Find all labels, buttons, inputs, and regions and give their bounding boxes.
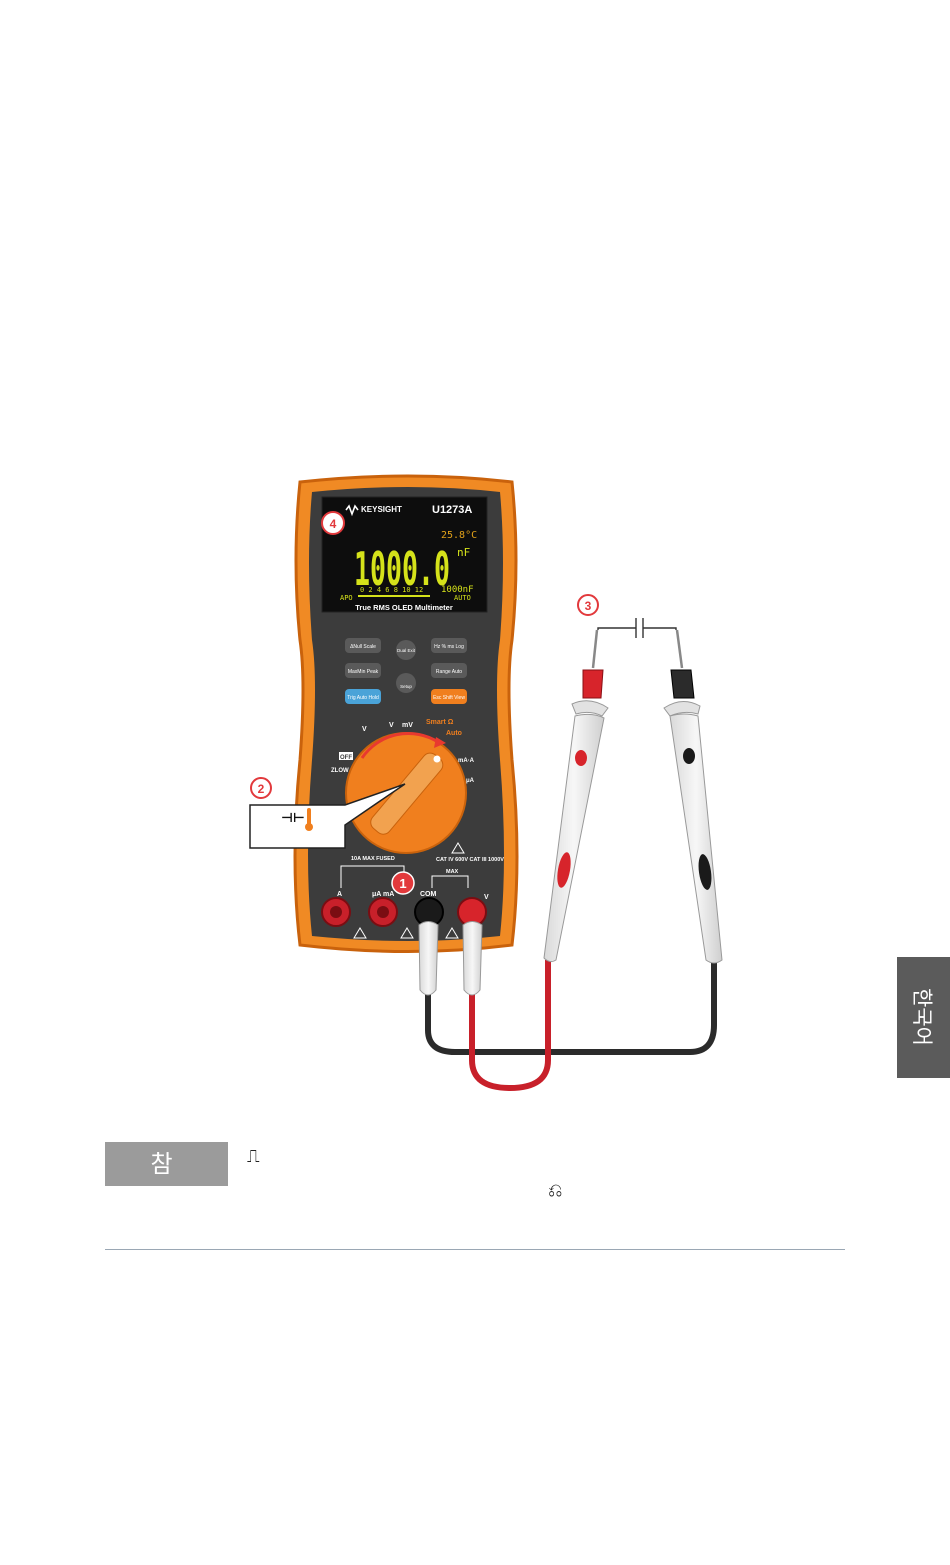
apo-indicator: APO — [340, 594, 353, 602]
cat-rating-label: CAT IV 600V CAT III 1000V — [436, 857, 504, 863]
terminal-a-label: A — [337, 891, 342, 898]
dial-zlow-label: ZLOW — [331, 768, 349, 774]
model-label: U1273A — [432, 504, 472, 516]
terminal-v-label: V — [484, 894, 489, 901]
svg-text:1: 1 — [399, 876, 406, 891]
null-scale-button[interactable]: ΔNull Scale — [350, 644, 376, 650]
callout-1: 1 — [391, 871, 415, 895]
red-cable — [469, 960, 551, 1092]
oled-screen — [321, 496, 488, 613]
svg-text:4: 4 — [330, 517, 337, 531]
fused-label: 10A MAX FUSED — [351, 856, 395, 862]
black-lead-plug — [418, 921, 439, 996]
dial-auto-label: Auto — [446, 730, 462, 737]
auto-indicator: AUTO — [454, 594, 471, 602]
red-lead-plug — [462, 921, 483, 996]
range-readout: 1000nF — [441, 585, 474, 595]
callout-2: 2 — [250, 777, 272, 799]
capacitor-symbol — [597, 618, 677, 638]
callout-3: 3 — [577, 594, 599, 616]
note-label: 참 고 — [105, 1142, 228, 1222]
terminal-ua-ma-label: μA mA — [372, 891, 394, 898]
maxmin-peak-button[interactable]: MaxMin Peak — [348, 669, 379, 675]
meter-caption: True RMS OLED Multimeter — [355, 603, 453, 612]
dial-smart-label: Smart Ω — [426, 719, 454, 726]
black-probe — [663, 629, 723, 964]
dial-ua-label: μA — [466, 778, 475, 784]
dial-v-ac-label: V — [362, 726, 367, 733]
keypad: ΔNull Scale Dual Exit Hz % ms Log MaxMin… — [345, 638, 467, 704]
brand-label: KEYSIGHT — [361, 505, 402, 514]
range-auto-button[interactable]: Range Auto — [436, 669, 462, 675]
black-cable — [425, 960, 717, 1055]
rotary-dial[interactable] — [345, 731, 467, 854]
esc-shift-button[interactable]: Esc Shift View — [433, 695, 465, 701]
red-probe — [543, 629, 609, 963]
hz-log-button[interactable]: Hz % ms Log — [434, 644, 464, 650]
language-side-tab-label: 한국어 — [910, 988, 934, 1046]
terminal-com-label: COM — [420, 891, 437, 898]
missing-glyph-icon: ⎍ — [247, 1146, 260, 1167]
function-callout: ⊣⊢ — [249, 783, 406, 849]
dual-exit-button[interactable]: Dual Exit — [397, 648, 416, 653]
svg-text:2: 2 — [258, 782, 265, 796]
section-divider — [105, 1249, 845, 1250]
language-side-tab: 한국어 — [897, 957, 950, 1078]
svg-text:3: 3 — [585, 599, 592, 613]
main-readout: 1000.0 — [354, 542, 450, 596]
dial-ma-a-label: mA·A — [458, 758, 475, 764]
capacitance-symbol: ⊣⊢ — [281, 811, 305, 826]
keysight-logo — [345, 504, 359, 517]
setup-button[interactable]: Setup — [400, 684, 412, 689]
max-label: MAX — [446, 869, 459, 875]
temperature-readout: 25.8°C — [441, 530, 477, 541]
terminal-panel: 10A MAX FUSED CAT IV 600V CAT III 1000V … — [321, 842, 504, 939]
bargraph-scale: 0 2 4 6 8 10 12 — [360, 586, 423, 594]
callout-4: 4 — [321, 511, 345, 535]
dial-off-label: OFF — [340, 755, 352, 761]
multimeter: KEYSIGHT U1273A 25.8°C 1000.0 nF 0 2 4 6… — [293, 474, 519, 953]
missing-glyph-icon-2: ⎌ — [548, 1180, 563, 1201]
dial-mv-label: mV — [402, 722, 413, 729]
dial-v-label: V — [389, 722, 394, 729]
trig-hold-button[interactable]: Trig Auto Hold — [347, 695, 379, 701]
unit-readout: nF — [457, 546, 470, 559]
